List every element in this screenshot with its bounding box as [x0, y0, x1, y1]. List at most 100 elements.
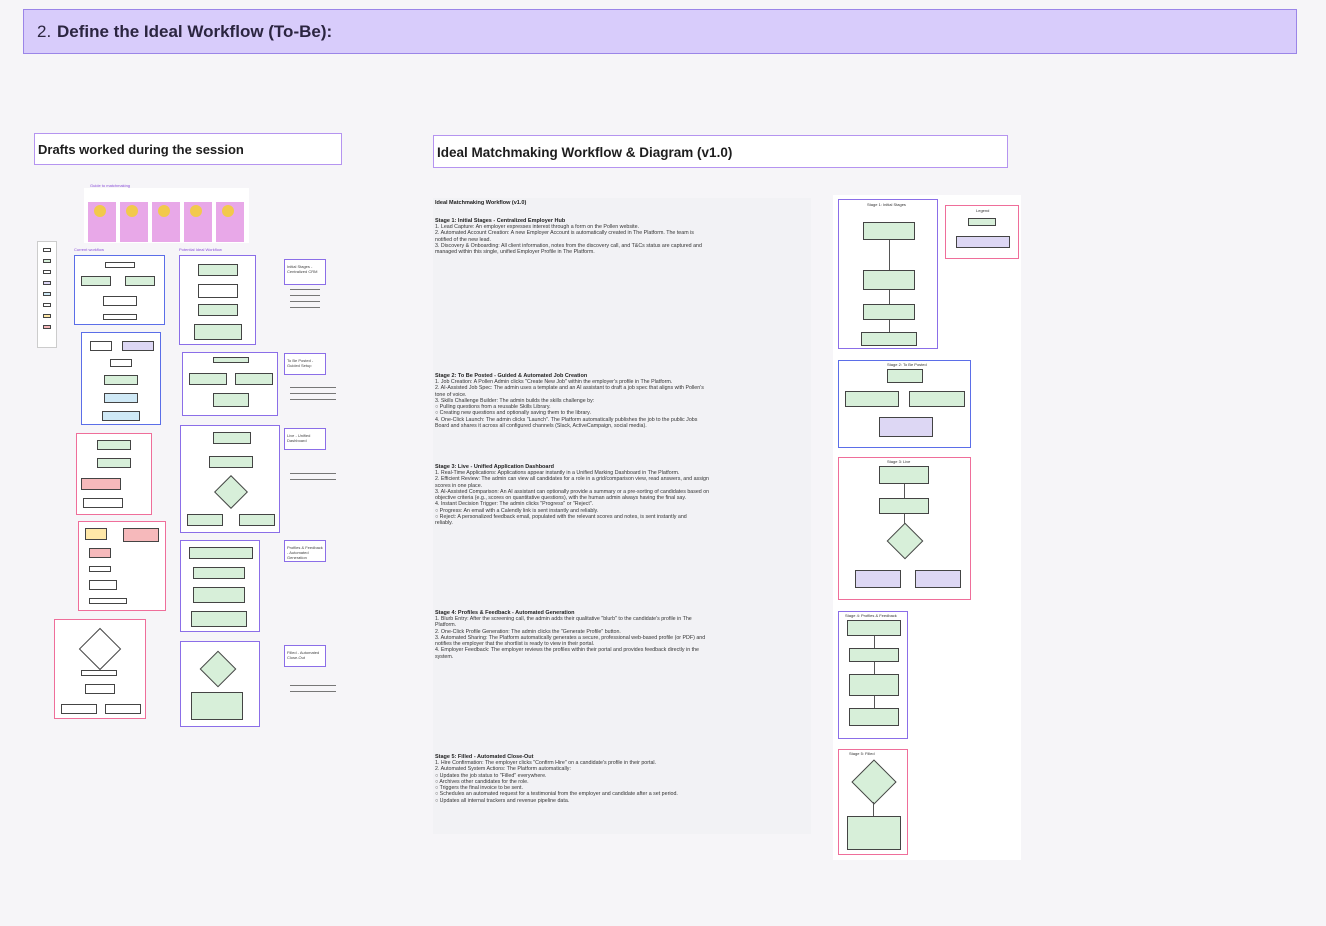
- stage-heading: Stage 2: To Be Posted - Guided & Automat…: [435, 373, 588, 379]
- current-stage-lane: [76, 433, 152, 515]
- stage-line: ○ Updates all internal trackers and reve…: [435, 797, 570, 804]
- diagram-stage-label: Stage 4: Profiles & Feedback: [845, 613, 897, 618]
- stage-line: 3. Discovery & Onboarding: All client in…: [435, 242, 702, 249]
- note-line: [290, 295, 320, 296]
- legend-title: Legend: [976, 208, 990, 213]
- flow-node: [198, 264, 238, 276]
- flow-node: [191, 611, 247, 627]
- diagram-stage-label: Stage 5: Filled: [849, 751, 875, 756]
- matchmaking-banner: Guide to matchmaking: [84, 183, 249, 243]
- flow-node: [97, 440, 131, 450]
- ideal-title-frame[interactable]: Ideal Matchmaking Workflow & Diagram (v1…: [433, 135, 1008, 168]
- connector: [874, 696, 875, 708]
- side-note-box: Filled - Automated Close-Out: [284, 645, 326, 667]
- stage-line: 2. Automated System Actions: The Platfor…: [435, 766, 571, 773]
- legend-swatch: [956, 236, 1010, 248]
- stage-line: 1. Hire Confirmation: The employer click…: [435, 760, 657, 766]
- side-note: Live - Unified Dashboard: [287, 433, 311, 443]
- flow-node: [81, 670, 117, 676]
- flow-node: [189, 547, 253, 559]
- stage-5-block: Stage 5: Filled - Automated Close-Out 1.…: [435, 754, 809, 804]
- flow-node: [189, 373, 227, 385]
- drafts-title-frame[interactable]: Drafts worked during the session: [34, 133, 342, 165]
- flow-node: [110, 359, 132, 367]
- current-stage-lane: [54, 619, 146, 719]
- flow-node: [105, 262, 135, 268]
- note-line: [290, 691, 336, 692]
- diagram-node: [863, 222, 915, 240]
- legend-item: [43, 259, 51, 263]
- stage-line: 1. Lead Capture: An employer expresses i…: [435, 224, 640, 230]
- side-note-box: To Be Posted - Guided Setup: [284, 353, 326, 375]
- diagram-node: [887, 369, 923, 383]
- stage-line: ○ Triggers the final invoice to be sent.: [435, 785, 523, 792]
- diagram-stage-5: Stage 5: Filled: [838, 749, 908, 855]
- diagram-node: [863, 304, 915, 320]
- flow-node: [187, 514, 223, 526]
- stage-line: 1. Real-Time Applications: Applications …: [435, 470, 680, 476]
- check-icon: [158, 205, 170, 217]
- stage-line: 4. Employer Feedback: The employer revie…: [435, 647, 699, 654]
- note-line: [290, 289, 320, 290]
- connector: [874, 662, 875, 674]
- note-line: [290, 473, 336, 474]
- stage-line: managed within this single, unified Empl…: [435, 249, 595, 256]
- stage-line: ○ Archives other candidates for the role…: [435, 778, 529, 785]
- diagram-node: [863, 270, 915, 290]
- decision-diamond: [886, 522, 924, 560]
- diagram-stage-label: Stage 3: Live: [887, 459, 911, 464]
- flow-node: [123, 528, 159, 542]
- flow-node: [125, 276, 155, 286]
- flow-node: [122, 341, 154, 351]
- side-note: Filled - Automated Close-Out: [287, 650, 320, 660]
- stage-line: ○ Progress: An email with a Calendly lin…: [435, 507, 599, 514]
- connector: [873, 802, 874, 816]
- stage-4-block: Stage 4: Profiles & Feedback - Automated…: [435, 610, 809, 660]
- check-icon: [126, 205, 138, 217]
- diagram-stage-4: Stage 4: Profiles & Feedback: [838, 611, 908, 739]
- stage-heading: Stage 3: Live - Unified Application Dash…: [435, 464, 554, 470]
- section-number: 2.: [37, 22, 52, 41]
- stage-line: ○ Creating new questions and optionally …: [435, 410, 591, 417]
- workflow-diagram[interactable]: Stage 1: Initial Stages Legend Stage 2: …: [833, 195, 1021, 860]
- flow-node: [193, 587, 245, 603]
- stage-line: ○ Updates the job status to "Filled" eve…: [435, 772, 547, 779]
- drafts-board[interactable]: Guide to matchmaking Current workflow Po…: [34, 183, 344, 730]
- stage-line: Platform.: [435, 622, 457, 629]
- diagram-stage-3: Stage 3: Live: [838, 457, 971, 600]
- stage-heading: Stage 5: Filled - Automated Close-Out: [435, 754, 534, 760]
- note-line: [290, 685, 336, 686]
- diagram-node: [849, 708, 899, 726]
- flow-node: [97, 458, 131, 468]
- legend-item: [43, 270, 51, 274]
- legend-item: [43, 303, 51, 307]
- banner-title: Guide to matchmaking: [90, 183, 131, 188]
- stage-line: 1. Job Creation: A Pollen Admin clicks "…: [435, 379, 673, 385]
- section-header: 2. Define the Ideal Workflow (To-Be):: [23, 9, 1297, 54]
- current-stage-lane: [74, 255, 165, 325]
- flow-node: [81, 478, 121, 490]
- flow-node: [89, 548, 111, 558]
- current-stage-lane: [81, 332, 161, 425]
- diagram-node: [847, 816, 901, 850]
- diagram-node: [855, 570, 901, 588]
- ideal-stage-lane: [180, 641, 260, 727]
- note-line: [290, 307, 320, 308]
- stage-line: notifies the employer that the shortlist…: [435, 641, 595, 648]
- side-note-box: Initial Stages - Centralized CRM: [284, 259, 326, 285]
- flow-node: [209, 456, 253, 468]
- diagram-node: [849, 648, 899, 662]
- ideal-stage-lane: [180, 540, 260, 632]
- flow-node: [81, 276, 111, 286]
- workflow-document[interactable]: Ideal Matchmaking Workflow (v1.0) Stage …: [433, 198, 811, 834]
- side-note: Profiles & Feedback - Automated Generati…: [287, 545, 323, 560]
- note-line: [290, 301, 320, 302]
- stage-2-block: Stage 2: To Be Posted - Guided & Automat…: [435, 373, 809, 429]
- flow-node: [104, 375, 138, 385]
- connector: [904, 514, 905, 530]
- side-note-box: Live - Unified Dashboard: [284, 428, 326, 450]
- decision-diamond: [199, 650, 237, 688]
- stage-heading: Stage 1: Initial Stages - Centralized Em…: [435, 218, 566, 224]
- diagram-node: [845, 391, 899, 407]
- legend-swatch: [968, 218, 996, 226]
